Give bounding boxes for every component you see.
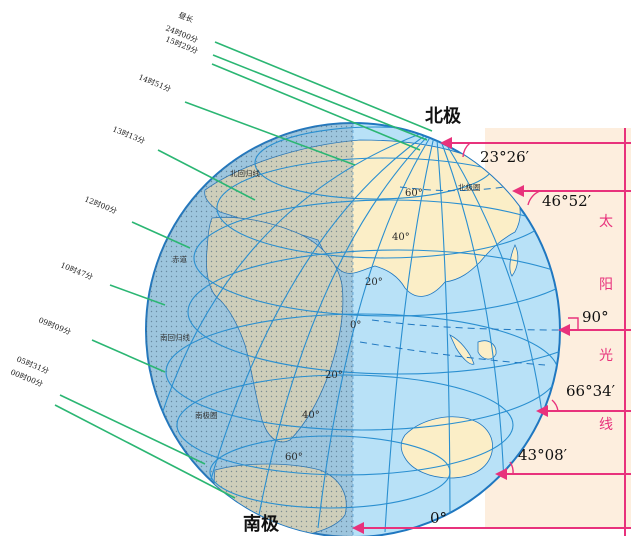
sunlight-char-1: 太 — [599, 214, 613, 230]
region-labels: 北极圈 北回归线 赤道 南回归线 南极圈 — [160, 168, 481, 420]
sunlight-char-3: 光 — [599, 348, 613, 364]
daylen-line-4 — [184, 101, 356, 166]
globe — [145, 122, 561, 538]
sunlight-label: 太 阳 光 线 — [599, 214, 613, 433]
lat-label-60n: 60° — [405, 188, 423, 199]
daylen-label-6: 10时47分 — [59, 260, 95, 282]
lat-label-0: 0° — [350, 320, 361, 331]
angle-arc-4 — [551, 399, 559, 412]
continent-australia — [400, 416, 493, 479]
sun-angle-label-1: 23°26′ — [480, 148, 530, 166]
sunlight-char-4: 线 — [599, 417, 613, 433]
daylen-line-1 — [214, 41, 433, 132]
antarctic-circle-label: 南极圈 — [195, 410, 218, 420]
daylen-line-10 — [54, 404, 236, 499]
sun-ray-5-arrowhead — [495, 468, 507, 480]
tropic-capricorn-label: 南回归线 — [160, 332, 190, 342]
latitude-labels: 60° 40° 20° 0° 20° 40° 60° — [285, 188, 423, 463]
sun-angle-label-6: 0° — [430, 509, 447, 527]
sun-ray-1-arrowhead — [440, 137, 452, 149]
daylen-line-2 — [212, 54, 428, 141]
angle-markers — [462, 142, 579, 475]
sun-ray-4-arrowhead — [536, 405, 548, 417]
day-length-lines — [54, 41, 433, 499]
daylen-line-7 — [109, 284, 166, 306]
night-dot-texture — [146, 123, 353, 537]
angle-arc-5 — [509, 461, 514, 475]
sun-angle-label-3: 90° — [582, 308, 609, 326]
daylen-label-7: 09时09分 — [37, 315, 73, 337]
sun-angle-labels: 23°26′ 46°52′ 90° 66°34′ 43°08′ 0° — [430, 148, 616, 527]
arctic-circle-label: 北极圈 — [458, 182, 481, 192]
sun-angle-label-4: 66°34′ — [566, 382, 616, 400]
right-angle-mark — [568, 317, 579, 330]
daylen-label-3: 14时51分 — [137, 72, 173, 94]
sun-ray-6-arrowhead — [352, 522, 364, 534]
daylen-heading: 昼长 — [177, 10, 195, 25]
lat-label-20s: 20° — [325, 370, 343, 381]
sun-angle-label-5: 43°08′ — [518, 446, 568, 464]
sun-ray-3-arrowhead — [558, 324, 570, 336]
daylen-label-5: 12时00分 — [83, 194, 119, 216]
island-sumatra — [449, 334, 475, 365]
sunlight-char-2: 阳 — [599, 277, 613, 293]
continents — [146, 123, 521, 537]
angle-arc-2 — [527, 190, 541, 206]
daylen-line-9 — [59, 394, 206, 465]
north-pole-label: 北极 — [425, 106, 462, 127]
sun-ray-2-arrowhead — [512, 185, 524, 197]
sun-rays — [352, 128, 631, 536]
tropic-cancer-label: 北回归线 — [230, 168, 260, 178]
lat-label-20n: 20° — [365, 277, 383, 288]
daylen-line-8 — [91, 339, 166, 373]
daylen-line-3 — [211, 63, 421, 151]
angle-arc-1 — [462, 142, 471, 158]
daylen-line-5 — [157, 149, 256, 201]
special-parallels — [359, 185, 560, 366]
lat-label-60s: 60° — [285, 452, 303, 463]
daylen-label-4: 13时13分 — [111, 124, 147, 146]
equator-label: 赤道 — [172, 254, 187, 264]
south-pole-label: 南极 — [243, 513, 280, 535]
lat-label-40s: 40° — [302, 410, 320, 421]
lat-label-40n: 40° — [392, 232, 410, 243]
sun-angle-label-2: 46°52′ — [542, 192, 592, 210]
daylen-line-6 — [131, 221, 191, 249]
